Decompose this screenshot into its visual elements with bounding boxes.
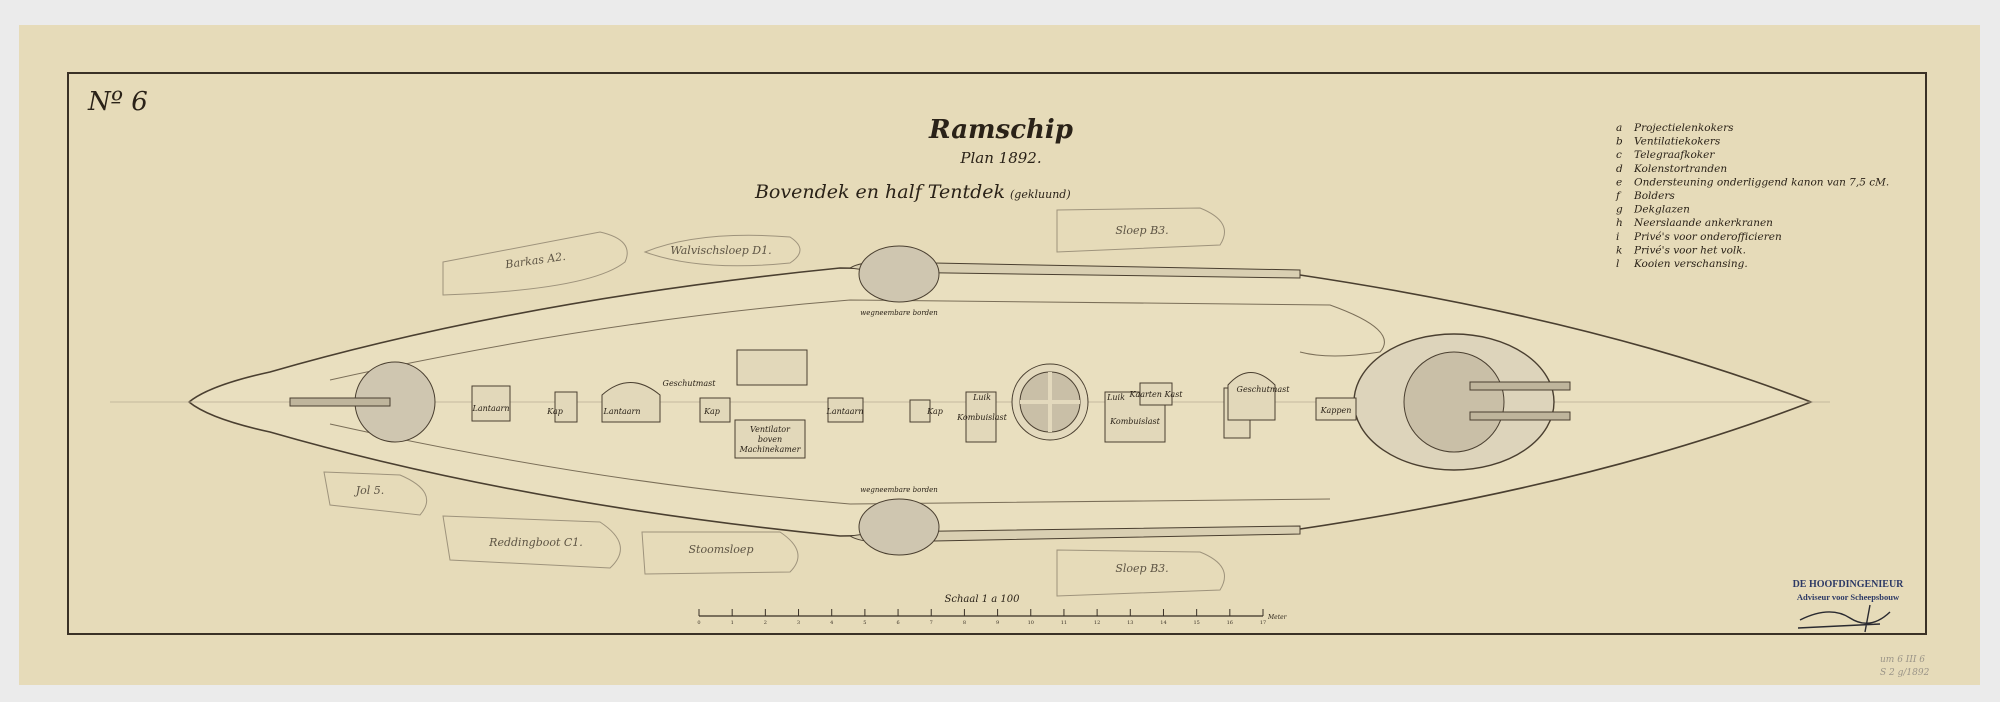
- boats: [323, 207, 1225, 597]
- scale-tick-label: 7: [930, 620, 933, 626]
- deck-label-kap: Kap: [546, 407, 563, 416]
- legend-text: Kolenstortranden: [1633, 163, 1727, 175]
- deck-label-ventilator: boven: [758, 435, 782, 444]
- scale-tick-label: 11: [1061, 620, 1067, 626]
- legend-key: h: [1616, 217, 1623, 229]
- legend-key: e: [1616, 176, 1622, 188]
- scale-unit: Meter: [1267, 614, 1288, 621]
- deck-label-lantaarn: Lantaarn: [826, 407, 864, 416]
- legend-text: Telegraafkoker: [1634, 149, 1715, 161]
- deck-label-lantaarn: Lantaarn: [472, 404, 510, 413]
- legend-text: Projectielenkokers: [1633, 122, 1734, 134]
- legend-text: Ondersteuning onderliggend kanon van 7,5…: [1634, 176, 1889, 188]
- legend-text: Ventilatiekokers: [1634, 136, 1721, 148]
- boat-reddingboot: [442, 515, 621, 569]
- legend-text: Kooien verschansing.: [1633, 258, 1748, 270]
- deck-label-ventilator: Ventilator: [750, 425, 791, 434]
- scale-tick-label: 1: [731, 620, 734, 626]
- approval-stamp: DE HOOFDINGENIEUR Adviseur voor Scheepsb…: [1793, 579, 1905, 633]
- deck-label-geschutmast: Geschutmast: [663, 379, 717, 388]
- scale-label: Schaal 1 a 100: [945, 594, 1021, 605]
- boat-label-sloep-bottom: Sloep B3.: [1115, 562, 1168, 575]
- drawing-subtitle: Plan 1892.: [959, 149, 1041, 167]
- deck-label-kaartenkast: Kaarten Kast: [1128, 390, 1183, 399]
- legend-key: l: [1616, 258, 1619, 270]
- boat-sloep-bottom: [1056, 549, 1225, 597]
- scale-tick-label: 2: [764, 620, 767, 626]
- scale-tick-label: 4: [830, 620, 833, 626]
- legend-key: g: [1616, 204, 1623, 216]
- boat-label-jol: Jol 5.: [354, 484, 385, 497]
- legend-text: Privé's voor onderofficieren: [1633, 231, 1782, 243]
- drawing-heading-note: (gekluund): [1010, 188, 1071, 201]
- deck-label-kappen: Kappen: [1320, 406, 1352, 415]
- drawing-heading: Bovendek en half Tentdek: [754, 181, 1005, 203]
- deck-label-kap: Kap: [703, 407, 720, 416]
- scale-tick-label: 17: [1260, 620, 1266, 626]
- legend-key: i: [1616, 231, 1619, 243]
- scale-tick-label: 0: [697, 620, 700, 626]
- boat-label-stoomsloep: Stoomsloep: [689, 543, 754, 556]
- side-turret-starboard: [858, 498, 940, 556]
- boat-stoomsloep: [641, 531, 799, 575]
- boat-barkas: [442, 231, 628, 296]
- legend-text: Dekglazen: [1633, 204, 1690, 216]
- scale-tick-label: 14: [1160, 620, 1166, 626]
- archive-note: S 2 g/1892: [1880, 668, 1930, 678]
- deck-label-wegneembare-borden: wegneembare borden: [860, 486, 938, 494]
- deck-label-kombuislast: Kombuislast: [1109, 417, 1161, 426]
- deck-label-ventilator: Machinekamer: [739, 445, 802, 454]
- legend-text: Bolders: [1633, 190, 1675, 202]
- boat-sloep-top: [1056, 207, 1225, 253]
- legend-key: d: [1616, 163, 1623, 175]
- deck-label-wegneembare-borden: wegneembare borden: [860, 309, 938, 317]
- scale-tick-label: 10: [1028, 620, 1034, 626]
- deck-label-luik: Luik: [972, 393, 991, 402]
- scale-tick-label: 12: [1094, 620, 1100, 626]
- scale-tick-label: 6: [896, 620, 899, 626]
- drawing-border: [67, 72, 1927, 635]
- side-turret-port: [858, 245, 940, 303]
- legend-text: Neerslaande ankerkranen: [1633, 217, 1773, 229]
- signature: [1797, 604, 1891, 633]
- legend-key: b: [1616, 136, 1623, 148]
- title-block: Ramschip Plan 1892. Bovendek en half Ten…: [754, 115, 1073, 203]
- boat-label-reddingboot: Reddingboot C1.: [488, 536, 583, 549]
- scale-tick-label: 15: [1193, 620, 1199, 626]
- deck-label-kombuislast: Kombuislast: [956, 413, 1008, 422]
- scale-tick-label: 9: [996, 620, 999, 626]
- scale-tick-label: 13: [1127, 620, 1133, 626]
- legend-key: c: [1616, 149, 1622, 161]
- legend-key: f: [1615, 190, 1622, 202]
- sheet-number: Nº 6: [87, 87, 148, 117]
- boat-walvischsloep: [643, 234, 801, 267]
- drawing-title: Ramschip: [928, 115, 1073, 145]
- boat-label-walvischsloep: Walvischsloep D1.: [670, 244, 771, 257]
- scale-tick-label: 8: [963, 620, 966, 626]
- legend-key: a: [1616, 122, 1622, 134]
- hull: [110, 245, 1830, 556]
- deck-label-kap: Kap: [926, 407, 943, 416]
- stamp-line-2: Adviseur voor Scheepsbouw: [1797, 592, 1900, 602]
- legend: a Projectielenkokers b Ventilatiekokers c Tel…: [1615, 122, 1889, 270]
- scale-tick-label: 5: [863, 620, 866, 626]
- deck-label-lantaarn: Lantaarn: [603, 407, 641, 416]
- deck-label-geschutmast: Geschutmast: [1237, 385, 1291, 394]
- deck-label-luik: Luik: [1106, 393, 1125, 402]
- archive-note: um 6 III 6: [1880, 655, 1925, 665]
- scale-tick-label: 16: [1227, 620, 1233, 626]
- legend-text: Privé's voor het volk.: [1633, 244, 1746, 256]
- boat-jol: [323, 471, 428, 516]
- boat-label-sloep-top: Sloep B3.: [1115, 224, 1168, 237]
- stamp-line-1: DE HOOFDINGENIEUR: [1793, 579, 1905, 590]
- scale-tick-label: 3: [797, 620, 800, 626]
- legend-key: k: [1616, 244, 1622, 256]
